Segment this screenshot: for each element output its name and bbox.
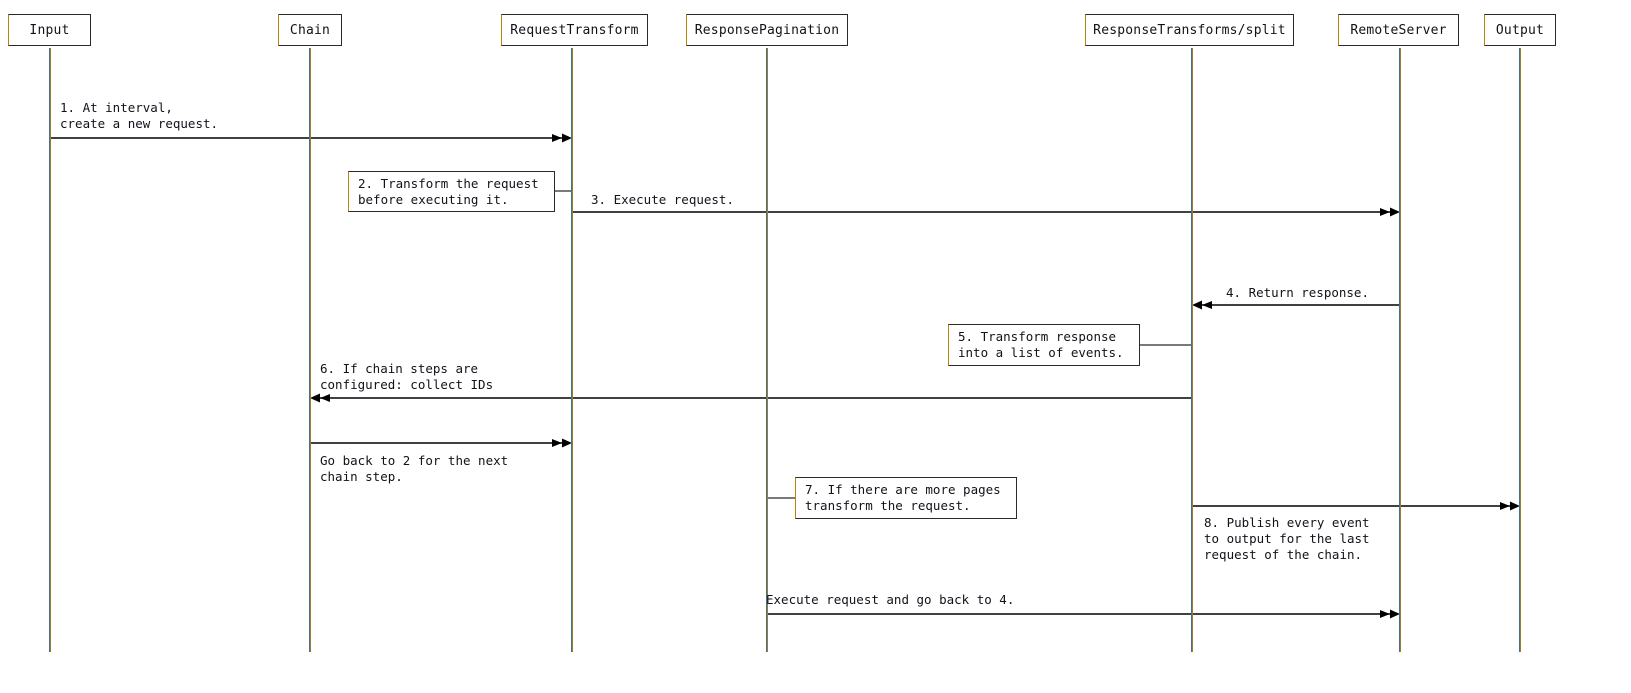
message-label-m3: 3. Execute request. <box>591 192 734 207</box>
participant-box-input[interactable]: Input <box>8 14 91 46</box>
message-label-m-goback4: Execute request and go back to 4. <box>766 592 1015 607</box>
participant-label: RemoteServer <box>1350 22 1447 38</box>
note-n2: 2. Transform the request before executin… <box>348 171 555 212</box>
lifeline-input <box>49 48 51 652</box>
participant-label: Output <box>1495 22 1545 38</box>
arrowhead-m8 <box>1510 501 1520 511</box>
message-label-m1: 1. At interval, create a new request. <box>60 100 219 131</box>
lifeline-chain <box>309 48 311 652</box>
lifeline-respTrans <box>1191 48 1193 652</box>
arrowhead-m6 <box>310 393 320 403</box>
message-label-m-goback2: Go back to 2 for the next chain step. <box>320 453 509 484</box>
arrowhead-m3 <box>1390 207 1400 217</box>
message-label-m6: 6. If chain steps are configured: collec… <box>320 361 494 392</box>
participant-label: ResponseTransforms/split <box>1093 22 1286 38</box>
arrowhead-m-goback4 <box>1390 609 1400 619</box>
arrowhead-m4 <box>1192 300 1202 310</box>
participant-box-output[interactable]: Output <box>1484 14 1556 46</box>
lifeline-respPag <box>766 48 768 652</box>
participant-box-chain[interactable]: Chain <box>278 14 342 46</box>
arrowhead-m1 <box>562 133 572 143</box>
message-label-m8: 8. Publish every event to output for the… <box>1204 515 1370 562</box>
participant-label: Chain <box>289 22 331 38</box>
lifeline-output <box>1519 48 1521 652</box>
participant-box-remote[interactable]: RemoteServer <box>1338 14 1459 46</box>
note-n7: 7. If there are more pages transform the… <box>795 477 1017 519</box>
arrowhead-m-goback2 <box>562 438 572 448</box>
message-label-m4: 4. Return response. <box>1226 285 1369 300</box>
participant-label: RequestTransform <box>510 22 639 38</box>
lifeline-reqtrans <box>571 48 573 652</box>
participant-label: Input <box>29 22 70 38</box>
note-n5: 5. Transform response into a list of eve… <box>948 324 1140 366</box>
participant-box-respPag[interactable]: ResponsePagination <box>686 14 848 46</box>
participant-label: ResponsePagination <box>694 22 840 38</box>
participant-box-reqtrans[interactable]: RequestTransform <box>501 14 648 46</box>
participant-box-respTrans[interactable]: ResponseTransforms/split <box>1085 14 1294 46</box>
lifeline-remote <box>1399 48 1401 652</box>
